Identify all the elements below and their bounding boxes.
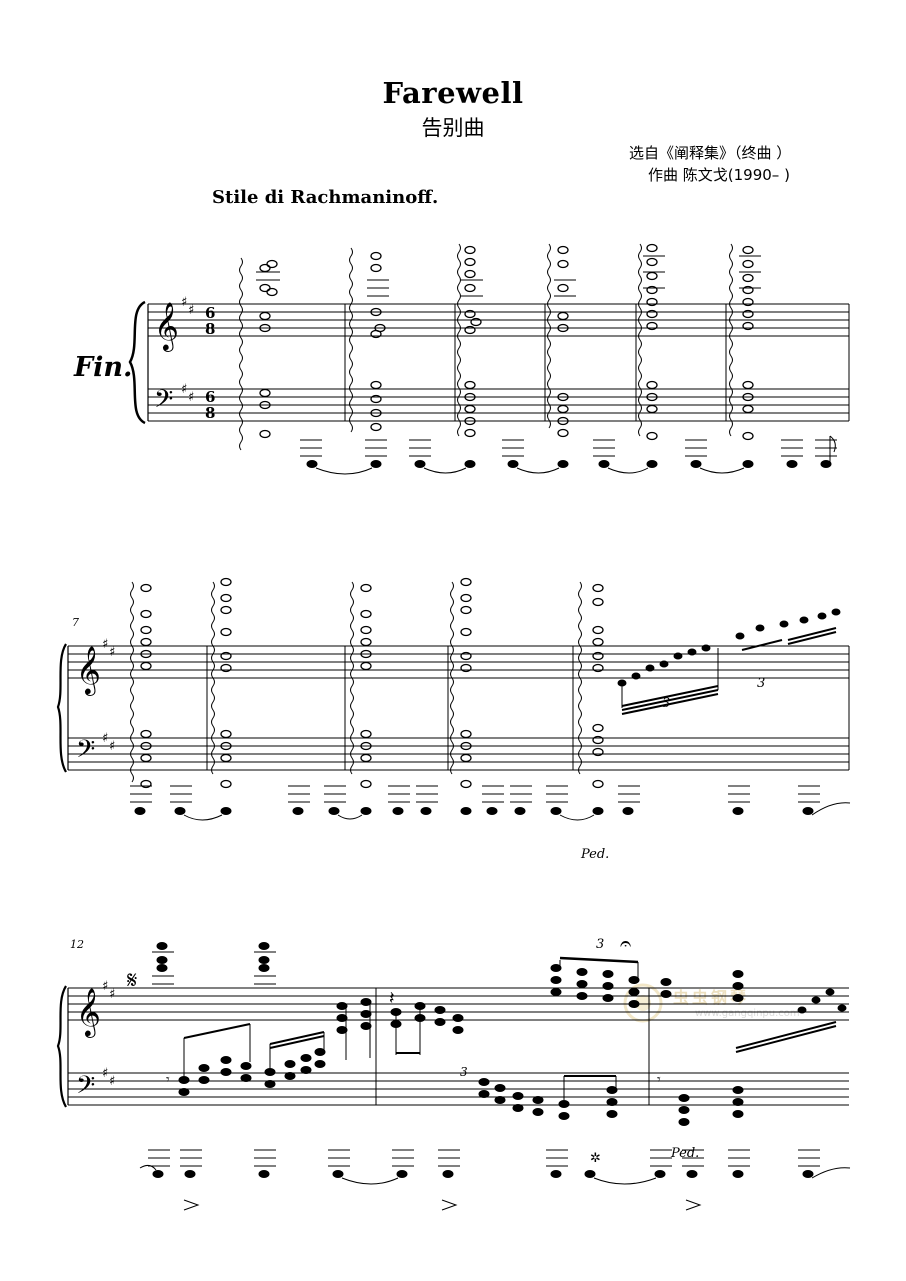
system-1 bbox=[128, 300, 850, 425]
pedal-release-icon: ✲ bbox=[590, 1151, 601, 1166]
svg-text:♯: ♯ bbox=[102, 1066, 108, 1081]
rest-icon: 𝄾 bbox=[657, 1072, 661, 1088]
bass-clef-icon: 𝄢 bbox=[154, 385, 173, 420]
accent-icon bbox=[183, 1199, 200, 1211]
time-sig-numerator: 6 bbox=[205, 388, 215, 406]
tuplet-label: 3 bbox=[460, 1065, 468, 1079]
barlines bbox=[375, 988, 650, 1105]
watermark-text: 虫虫钢琴 bbox=[673, 988, 750, 1007]
tuplet-label: 3 bbox=[662, 696, 670, 711]
system-2-glyphs: 𝄞 𝄢 ♯ ♯ ♯ ♯ bbox=[76, 637, 115, 770]
svg-text:♯: ♯ bbox=[109, 987, 115, 1002]
time-sig-denominator: 8 bbox=[205, 320, 215, 338]
svg-text:♯: ♯ bbox=[109, 645, 115, 660]
barlines bbox=[344, 304, 850, 421]
system-1-bass-pedal-notes bbox=[306, 435, 836, 475]
tempo-marking: Stile di Rachmaninoff. bbox=[212, 187, 439, 208]
bass-clef-icon: 𝄢 bbox=[76, 735, 95, 770]
system-2-run: 3 3 bbox=[617, 608, 841, 715]
svg-text:♯: ♯ bbox=[102, 979, 108, 994]
system-3-notes bbox=[152, 942, 847, 1126]
arpeggio-line bbox=[349, 247, 353, 433]
watermark: 虫虫钢琴 www.gangqinpu.com bbox=[623, 980, 803, 1030]
key-sharp-icon: ♯ bbox=[188, 303, 194, 318]
tuplet-label: 3 bbox=[596, 937, 604, 952]
staff-lines-treble bbox=[68, 645, 849, 679]
key-sharp-icon: ♯ bbox=[188, 390, 194, 405]
staff-lines-bass bbox=[68, 1072, 849, 1106]
arpeggio-line bbox=[239, 257, 243, 451]
staff-lines-treble bbox=[148, 303, 849, 337]
treble-clef-icon: 𝄞 bbox=[76, 987, 101, 1038]
measure-number-7: 7 bbox=[72, 616, 79, 629]
staff-lines-bass bbox=[148, 388, 849, 422]
rest-icon: 𝄽 bbox=[389, 988, 395, 1009]
system-3-glyphs: 𝄞 𝄢 ♯ ♯ ♯ ♯ 𝄋 𝄽 𝄾 𝄾 ✲ 𝄐 3 3 bbox=[76, 931, 661, 1166]
system-1-ledger-lines bbox=[256, 255, 837, 457]
time-sig-denominator: 8 bbox=[205, 404, 215, 422]
treble-clef-icon: 𝄞 bbox=[76, 645, 101, 696]
watermark-logo-icon bbox=[623, 983, 663, 1023]
system-3-low-bass bbox=[139, 1149, 851, 1211]
score-subtitle: 告别曲 bbox=[421, 116, 485, 140]
system-2-ledger-lines bbox=[130, 785, 820, 803]
brace bbox=[128, 300, 146, 425]
svg-text:♯: ♯ bbox=[102, 637, 108, 652]
brace bbox=[56, 985, 67, 1108]
accent-icon bbox=[685, 1199, 702, 1211]
treble-clef-icon: 𝄞 bbox=[154, 301, 179, 352]
pedal-mark: Ped. bbox=[581, 847, 610, 862]
barlines bbox=[206, 646, 850, 770]
system-1-chords bbox=[239, 243, 733, 451]
system-2 bbox=[56, 581, 850, 783]
system-2-noteheads bbox=[140, 577, 604, 789]
composer-credit: 作曲 陈文戈(1990– ) bbox=[648, 166, 790, 184]
watermark-url: www.gangqinpu.com bbox=[695, 1008, 800, 1019]
system-1-glyphs: 𝄞 𝄢 ♯ ♯ ♯ ♯ 6 8 6 8 bbox=[154, 295, 215, 422]
key-sharp-icon: ♯ bbox=[181, 382, 187, 397]
rest-icon: 𝄾 bbox=[166, 1072, 170, 1088]
svg-text:♯: ♯ bbox=[109, 739, 115, 754]
arpeggio-line bbox=[638, 243, 642, 437]
arpeggio-line bbox=[457, 243, 461, 437]
instrument-label: Fin. bbox=[74, 352, 133, 383]
key-sharp-icon: ♯ bbox=[181, 295, 187, 310]
system-1-noteheads bbox=[259, 243, 754, 441]
accent-icon bbox=[441, 1199, 458, 1211]
score-title: Farewell bbox=[382, 76, 524, 110]
system-3 bbox=[56, 985, 849, 1108]
time-sig-numerator: 6 bbox=[205, 304, 215, 322]
brace bbox=[56, 643, 67, 773]
bass-clef-icon: 𝄢 bbox=[76, 1071, 95, 1106]
source-note: 选自《阐释集》（终曲 ） bbox=[629, 144, 792, 162]
measure-number-12: 12 bbox=[70, 938, 84, 951]
staff-lines-bass bbox=[68, 737, 849, 771]
arpeggio-line bbox=[547, 243, 551, 429]
svg-text:♯: ♯ bbox=[109, 1074, 115, 1089]
fermata-icon: 𝄐 bbox=[620, 931, 631, 955]
arpeggio-line bbox=[729, 243, 733, 437]
segno-icon: 𝄋 bbox=[127, 966, 137, 994]
tuplet-label: 3 bbox=[757, 676, 765, 691]
svg-text:♯: ♯ bbox=[102, 731, 108, 746]
system-2-bass-notes bbox=[134, 802, 851, 821]
